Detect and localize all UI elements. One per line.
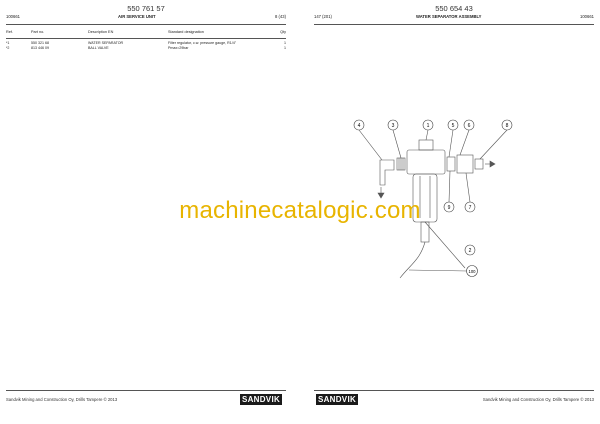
row-ref: *1 bbox=[6, 41, 10, 45]
right-document-number: 550 654 43 bbox=[435, 4, 473, 13]
elbow-fitting bbox=[379, 159, 395, 186]
callout-label: 7 bbox=[469, 205, 472, 211]
adapter-fitting bbox=[446, 156, 456, 172]
table-header: Ref. Part no. Description EN Standard de… bbox=[6, 30, 286, 37]
callout-3: 3 bbox=[387, 119, 399, 131]
right-ref-code: 100661 bbox=[580, 14, 594, 19]
callout-6: 6 bbox=[463, 119, 475, 131]
callout-label: 8 bbox=[506, 123, 509, 129]
callout-5: 5 bbox=[447, 119, 459, 131]
watermark: machinecatalogic.com bbox=[179, 197, 421, 224]
row-qty: 1 bbox=[284, 46, 286, 50]
callout-100: 100 bbox=[466, 265, 478, 277]
callout-label: 5 bbox=[452, 123, 455, 129]
callout-4: 4 bbox=[353, 119, 365, 131]
table-row: *1 550 321 68 WATER SEPARATOR Filter reg… bbox=[6, 41, 286, 46]
filter-head bbox=[406, 149, 446, 175]
drain-hose bbox=[399, 241, 426, 279]
callout-1: 1 bbox=[422, 119, 434, 131]
callout-8: 8 bbox=[501, 119, 513, 131]
left-title: AIR SERVICE UNIT bbox=[118, 14, 156, 19]
callout-label: 3 bbox=[392, 123, 395, 129]
col-ref: Ref. bbox=[6, 30, 13, 34]
footer-divider bbox=[314, 390, 594, 391]
left-page: 550 761 57 100661 AIR SERVICE UNIT 8 (43… bbox=[0, 0, 292, 424]
row-description: BALL VALVE bbox=[88, 46, 109, 50]
header-divider bbox=[6, 24, 286, 25]
left-footer: Sandvik Mining and Construction Oy, Dril… bbox=[6, 397, 118, 402]
row-part-no: 813 446 09 bbox=[31, 46, 49, 50]
flow-arrow-icon bbox=[377, 192, 385, 199]
quick-coupling bbox=[474, 158, 484, 170]
row-standard: Filter regulator, c.w. pressure gauge, R… bbox=[168, 41, 236, 45]
callout-label: 9 bbox=[448, 205, 451, 211]
ball-valve bbox=[456, 154, 474, 174]
left-header: 100661 AIR SERVICE UNIT 8 (43) bbox=[6, 14, 286, 22]
header-divider bbox=[314, 24, 594, 25]
col-part-no: Part no. bbox=[31, 30, 45, 34]
flow-arrow-icon bbox=[489, 160, 496, 168]
callout-7: 7 bbox=[464, 201, 476, 213]
sandvik-logo: SANDVIK bbox=[240, 394, 282, 405]
right-page-ref: 147 (201) bbox=[314, 14, 332, 19]
footer-divider bbox=[6, 390, 286, 391]
col-description: Description EN bbox=[88, 30, 114, 34]
right-header: 147 (201) WATER SEPARATOR ASSEMBLY 10066… bbox=[314, 14, 594, 22]
table-row: *2 813 446 09 BALL VALVE Pmax=29bar 1 bbox=[6, 46, 286, 51]
callout-label: 1 bbox=[427, 123, 430, 129]
right-footer: Sandvik Mining and Construction Oy, Dril… bbox=[482, 397, 594, 402]
right-title: WATER SEPARATOR ASSEMBLY bbox=[416, 14, 482, 19]
callout-label: 4 bbox=[358, 123, 361, 129]
col-standard: Standard designation bbox=[168, 30, 204, 34]
callout-label: 100 bbox=[469, 269, 477, 274]
col-qty: Qty bbox=[280, 30, 286, 34]
callout-2: 2 bbox=[464, 244, 476, 256]
row-qty: 1 bbox=[284, 41, 286, 45]
table-header-divider bbox=[6, 38, 286, 39]
left-document-number: 550 761 57 bbox=[127, 4, 165, 13]
right-page: 550 654 43 147 (201) WATER SEPARATOR ASS… bbox=[308, 0, 600, 424]
callout-label: 6 bbox=[468, 123, 471, 129]
row-part-no: 550 321 68 bbox=[31, 41, 49, 45]
row-description: WATER SEPARATOR bbox=[88, 41, 124, 45]
left-ref-code: 100661 bbox=[6, 14, 20, 19]
row-standard: Pmax=29bar bbox=[168, 46, 189, 50]
filter-top-cap bbox=[418, 139, 434, 151]
left-page-ref: 8 (43) bbox=[275, 14, 286, 19]
sandvik-logo: SANDVIK bbox=[316, 394, 358, 405]
callout-label: 2 bbox=[469, 248, 472, 254]
row-ref: *2 bbox=[6, 46, 10, 50]
callout-9: 9 bbox=[443, 201, 455, 213]
